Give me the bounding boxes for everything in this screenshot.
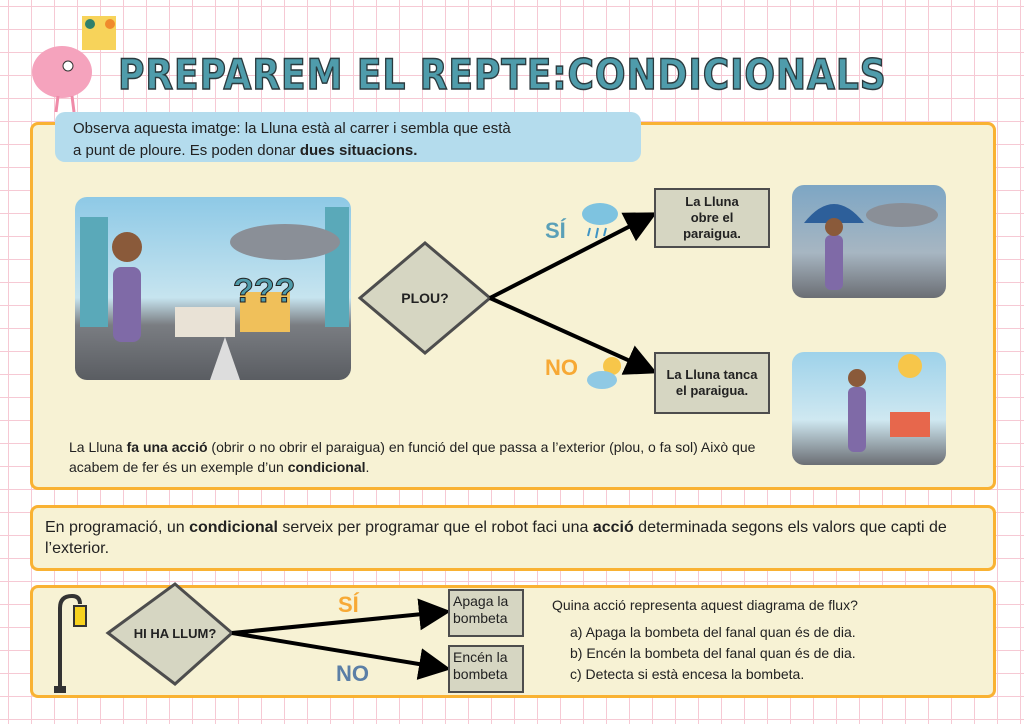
quiz-option-c[interactable]: c) Detecta si està encesa la bombeta.	[570, 666, 805, 682]
flowchart-2-arrows	[105, 582, 451, 686]
action-turn-on-bulb: Encén la bombeta	[448, 645, 524, 693]
luna-street-image: ???	[75, 197, 351, 380]
question-marks: ???	[232, 272, 296, 311]
no-label-2: NO	[336, 661, 369, 686]
flowchart-1-arrows	[357, 212, 658, 375]
t-bold: condicional	[189, 519, 278, 536]
t-bold: acció	[592, 519, 634, 536]
yes-label: SÍ	[545, 218, 566, 243]
explanation-text: La Lluna fa una acció (obrir o no obrir …	[69, 437, 769, 477]
action-turn-off-bulb: Apaga la bombeta	[448, 589, 524, 637]
intro-line1: Observa aquesta imatge: la Lluna està al…	[73, 120, 511, 137]
luna-umbrella-image	[792, 185, 946, 298]
decision-hi-ha-llum: HI HA LLUM?	[133, 626, 217, 641]
sun-cloud-icon	[584, 352, 628, 397]
intro-callout: Observa aquesta imatge: la Lluna està al…	[55, 112, 641, 162]
street-lamp-icon	[48, 590, 93, 699]
intro-line2: a punt de ploure. Es poden donar dues si…	[73, 140, 623, 162]
t: (obrir o no obrir el paraigua) en funció…	[69, 439, 756, 475]
t: determinada segons els valors que capti …	[45, 519, 947, 557]
action-open-umbrella: La Lluna obre el paraigua.	[654, 188, 770, 248]
t-bold: condicional	[287, 459, 366, 475]
t-bold: fa una acció	[126, 439, 208, 455]
intro-bold: dues situacions.	[299, 142, 418, 159]
no-label: NO	[545, 355, 578, 380]
page-title: PREPAREM EL REPTE:CONDICIONALS	[117, 49, 887, 100]
t: En programació, un	[45, 519, 190, 536]
t: .	[365, 459, 370, 475]
intro-text: a punt de ploure. Es poden donar	[73, 142, 300, 159]
t: La Lluna	[69, 439, 127, 455]
quiz-question: Quina acció representa aquest diagrama d…	[552, 597, 858, 613]
quiz-option-b[interactable]: b) Encén la bombeta del fanal quan és de…	[570, 645, 856, 661]
action-close-umbrella: La Lluna tanca el paraigua.	[654, 352, 770, 414]
definition-panel: En programació, un condicional serveix p…	[30, 505, 996, 571]
rain-cloud-icon	[578, 198, 622, 247]
brain-mascot-illustration	[20, 14, 130, 114]
yes-label-2: SÍ	[338, 592, 359, 617]
quiz-options: a) Apaga la bombeta del fanal quan és de…	[570, 622, 856, 685]
decision-plou: PLOU?	[401, 290, 449, 306]
quiz-option-a[interactable]: a) Apaga la bombeta del fanal quan és de…	[570, 624, 856, 640]
luna-sunny-image	[792, 352, 946, 465]
t: serveix per programar que el robot faci …	[277, 519, 593, 536]
